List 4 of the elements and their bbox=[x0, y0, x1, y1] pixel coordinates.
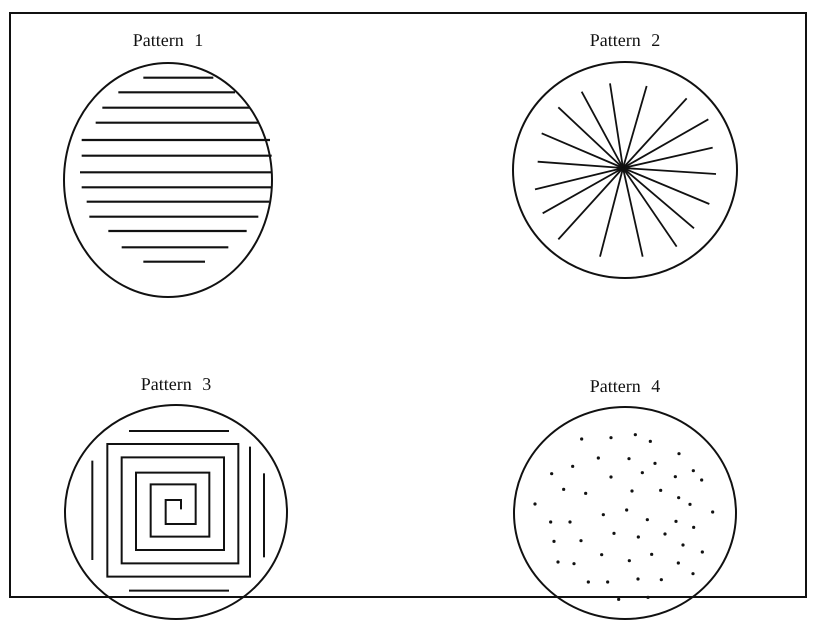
pattern-title: Pattern 1 bbox=[132, 30, 204, 50]
pattern-title: Pattern 4 bbox=[588, 376, 662, 396]
pattern-title: Pattern 3 bbox=[140, 374, 212, 394]
pattern-title: Pattern 2 bbox=[588, 30, 662, 50]
